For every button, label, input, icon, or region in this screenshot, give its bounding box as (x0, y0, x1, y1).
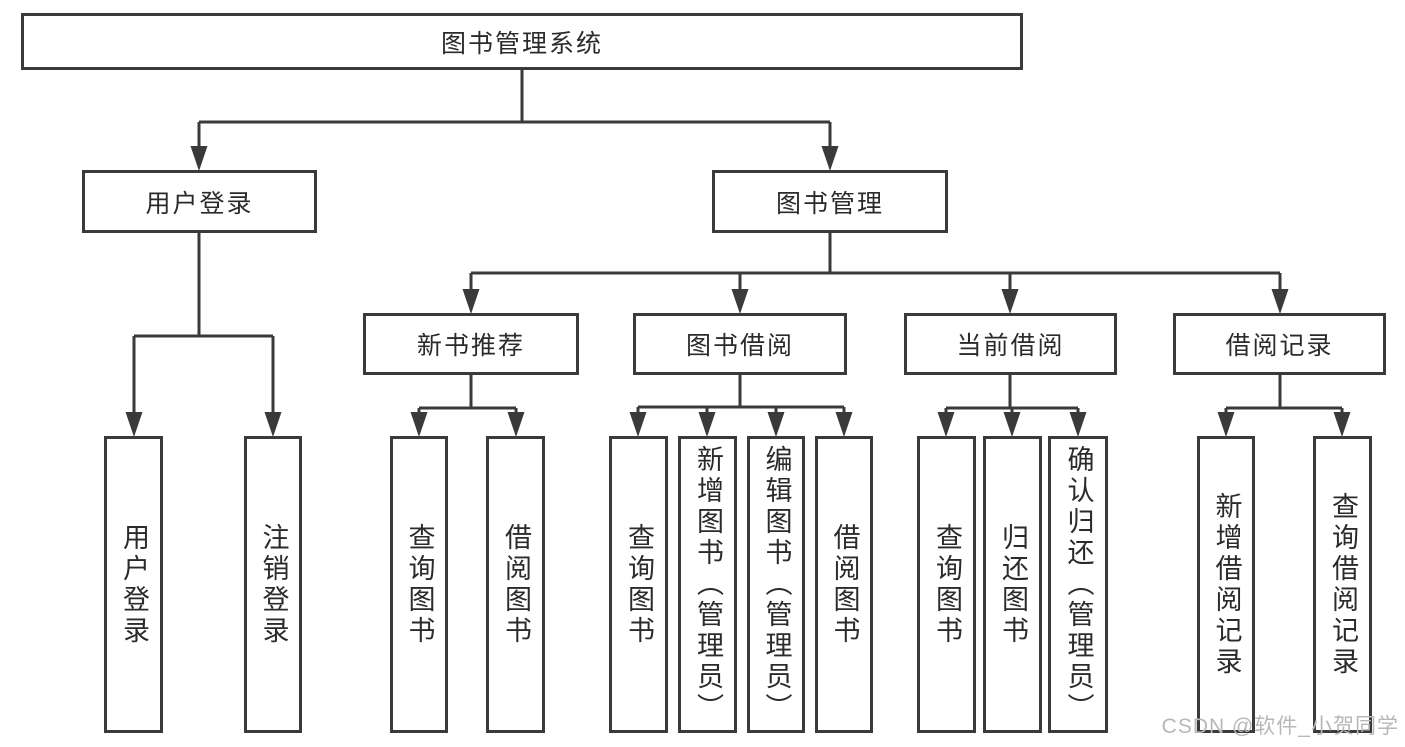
node-label: 确认归还（管理员） (1063, 445, 1094, 724)
node-label: 图书管理系统 (440, 29, 603, 58)
leaf-query-books-recommend: 查询图书 (390, 436, 448, 733)
node-book-management: 图书管理 (712, 170, 948, 233)
node-label: 当前借阅 (956, 332, 1065, 360)
node-label: 借阅图书 (501, 522, 531, 647)
leaf-add-book-admin: 新增图书（管理员） (678, 436, 737, 733)
leaf-confirm-return-admin: 确认归还（管理员） (1048, 436, 1108, 733)
leaf-edit-book-admin: 编辑图书（管理员） (747, 436, 805, 733)
node-label: 借阅记录 (1225, 332, 1334, 360)
node-label: 图书管理 (775, 189, 884, 218)
node-borrowing-records: 借阅记录 (1173, 313, 1386, 375)
leaf-return-book: 归还图书 (983, 436, 1042, 733)
node-label: 查询图书 (404, 522, 435, 647)
node-new-book-recommend: 新书推荐 (363, 313, 579, 375)
leaf-query-books-borrow: 查询图书 (609, 436, 668, 733)
leaf-query-books-current: 查询图书 (917, 436, 976, 733)
node-label: 查询借阅记录 (1328, 491, 1358, 678)
node-label: 新增借阅记录 (1211, 491, 1242, 678)
node-root: 图书管理系统 (21, 13, 1023, 70)
node-book-borrowing: 图书借阅 (633, 313, 847, 375)
node-label: 归还图书 (998, 522, 1028, 647)
leaf-user-login: 用户登录 (104, 436, 163, 733)
node-label: 借阅图书 (829, 522, 860, 647)
node-label: 新书推荐 (416, 332, 525, 360)
node-label: 编辑图书（管理员） (761, 445, 792, 724)
node-user-login: 用户登录 (82, 170, 317, 233)
node-label: 用户登录 (119, 522, 149, 647)
node-label: 图书借阅 (685, 332, 794, 360)
node-label: 注销登录 (258, 522, 289, 647)
node-label: 查询图书 (624, 522, 654, 647)
leaf-logout: 注销登录 (244, 436, 302, 733)
leaf-add-borrow-record: 新增借阅记录 (1197, 436, 1255, 733)
node-label: 用户登录 (145, 189, 254, 218)
leaf-query-borrow-record: 查询借阅记录 (1313, 436, 1372, 733)
node-label: 查询图书 (932, 522, 962, 647)
leaf-borrow-books-recommend: 借阅图书 (486, 436, 545, 733)
node-current-borrowing: 当前借阅 (904, 313, 1117, 375)
csdn-watermark: CSDN @软件_小贺同学 (1161, 715, 1399, 738)
leaf-borrow-books: 借阅图书 (815, 436, 873, 733)
node-label: 新增图书（管理员） (693, 445, 723, 724)
